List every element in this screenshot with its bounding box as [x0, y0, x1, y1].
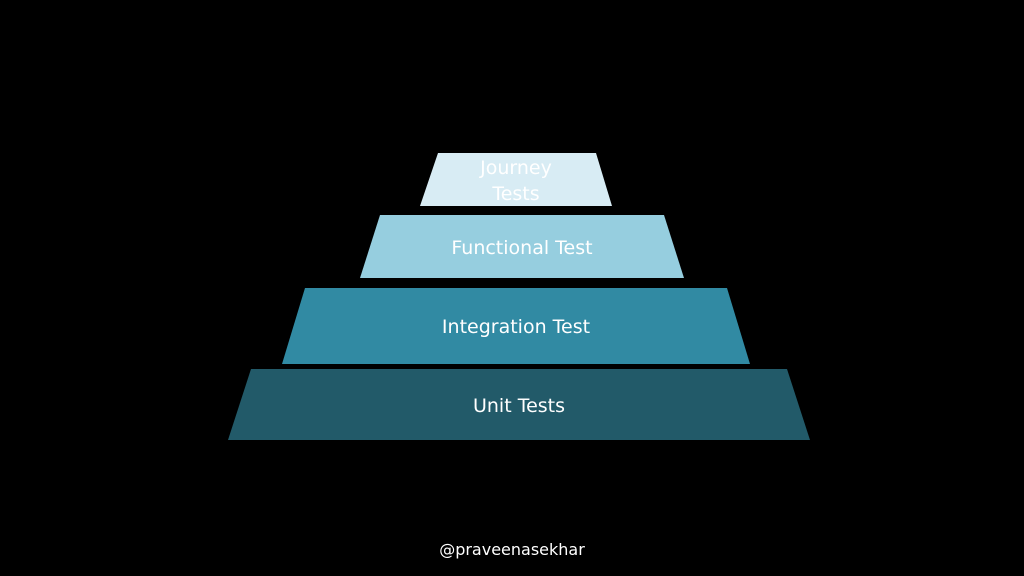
pyramid-tier-shape: [360, 215, 684, 278]
pyramid-tier-shape: [420, 153, 612, 206]
pyramid-tier-shape: [228, 369, 810, 440]
pyramid-tier-label: Unit Tests: [473, 395, 565, 417]
pyramid-tier-shape: [282, 288, 750, 364]
pyramid-tier-label-line-2: Tests: [491, 183, 539, 205]
pyramid-tier-unit: Unit Tests: [228, 369, 810, 440]
pyramid-tier-journey: Journey Tests: [420, 153, 612, 206]
author-handle: @praveenasekhar: [439, 540, 585, 559]
pyramid-tier-functional: Functional Test: [360, 215, 684, 278]
pyramid-tier-label: Functional Test: [451, 237, 592, 259]
pyramid-tier-label: Integration Test: [442, 316, 590, 338]
pyramid-tier-integration: Integration Test: [282, 288, 750, 364]
pyramid-tier-label-line-1: Journey: [479, 157, 552, 179]
